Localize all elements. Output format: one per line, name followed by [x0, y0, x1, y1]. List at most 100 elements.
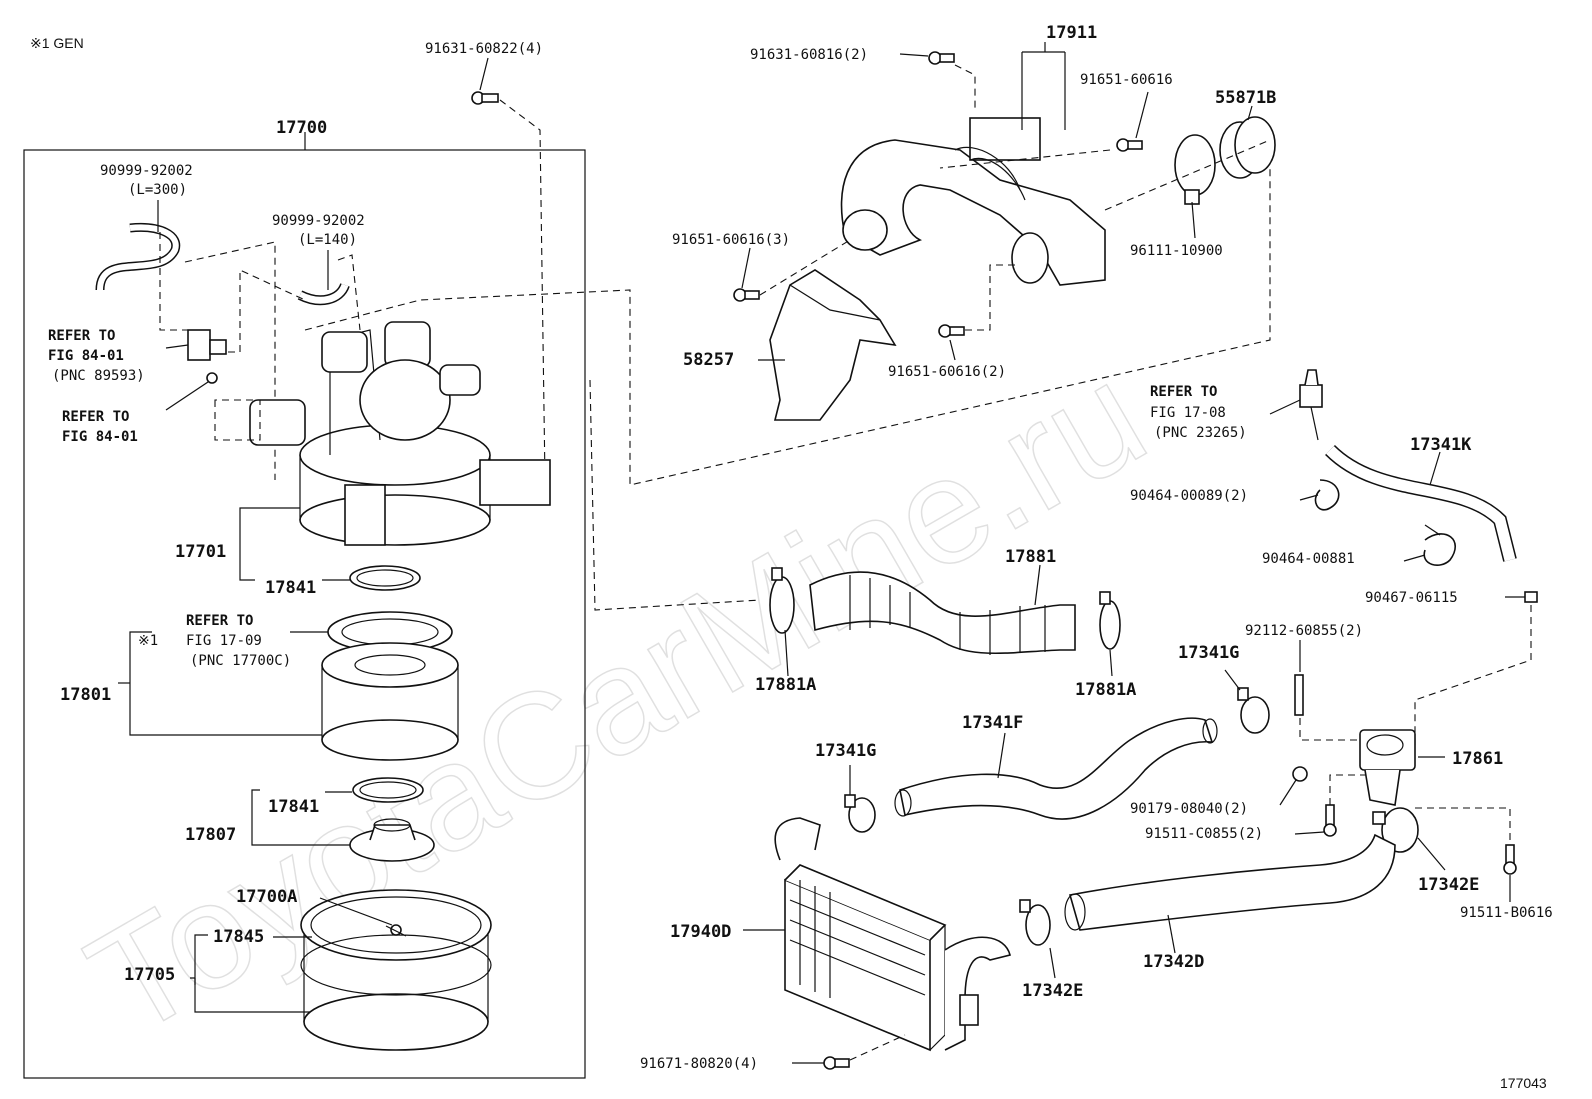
clip-90464-00089-icon[interactable] [1314, 479, 1340, 511]
label-17700a: 17700A [236, 887, 297, 907]
label-17700: 17700 [276, 118, 327, 138]
vsv-23265-icon[interactable] [1299, 369, 1323, 441]
bolt-91631-60816-icon[interactable] [928, 51, 955, 65]
label-91651-60616-3: 91651-60616(3) [672, 232, 790, 248]
label-17881a-right: 17881A [1075, 680, 1136, 700]
leader-91651-60616-2 [949, 339, 956, 361]
leader-91651-60616-3 [741, 247, 751, 289]
gasket-17841-top-inner [356, 569, 414, 587]
intercooler-17940d[interactable] [774, 817, 1011, 1052]
clip-17700a-icon[interactable] [385, 924, 407, 937]
label-90179-08040: 90179-08040(2) [1130, 801, 1248, 817]
bracket-58257[interactable] [769, 269, 897, 421]
label-17341k: 17341K [1410, 435, 1472, 455]
clamp-17342e-left-icon[interactable] [1019, 899, 1051, 946]
label-91671-80820: 91671-80820(4) [640, 1056, 758, 1072]
label-refer1-b: FIG 84-01 [48, 348, 124, 364]
leader-17341f [997, 732, 1006, 779]
bracket-17807-top [251, 789, 260, 822]
clamp-96111-10900-icon[interactable] [1174, 134, 1216, 205]
label-90999-92002-a: 90999-92002 [100, 163, 193, 179]
air-filter-element-17801[interactable] [321, 611, 459, 761]
nipple-90467-06115-icon[interactable] [1524, 591, 1538, 603]
bolt-91651-60616-2-icon[interactable] [938, 324, 965, 338]
label-91631-60822: 91631-60822(4) [425, 41, 543, 57]
air-cleaner-cap-17701[interactable] [249, 321, 551, 546]
dash-cap-main [304, 140, 1271, 486]
bracket-17911 [1021, 51, 1066, 130]
wing-nut-17807-icon[interactable] [349, 818, 435, 862]
label-refer1-c: (PNC 89593) [52, 368, 145, 384]
clip-90464-00881-icon[interactable] [1423, 524, 1456, 566]
bolt-91651-60616-icon[interactable] [1116, 138, 1143, 152]
label-refer4-c: (PNC 23265) [1154, 425, 1247, 441]
label-l300: (L=300) [128, 182, 187, 198]
leader-90179-08040 [1279, 779, 1297, 806]
label-17341g-left: 17341G [815, 741, 876, 761]
dash-cap-to-17881 [589, 379, 761, 611]
nut-90179-08040-icon[interactable] [1292, 766, 1308, 782]
leader-17881a-right [1109, 649, 1113, 677]
dash-hose-l300 [184, 241, 276, 480]
dash-cap-left [214, 399, 261, 441]
intake-hose-17881[interactable] [809, 571, 1076, 655]
dash-vsv [159, 232, 188, 331]
header-note: ※1 GEN [30, 35, 84, 51]
leader-17881a-left [784, 629, 789, 677]
dash-91651-60616-3 [759, 239, 851, 296]
dash-91651-60616 [939, 149, 1111, 169]
label-refer4-b: FIG 17-08 [1150, 405, 1226, 421]
label-96111-10900: 96111-10900 [1130, 243, 1223, 259]
air-duct-17911[interactable] [840, 117, 1106, 286]
leader-17341g-right [1224, 669, 1241, 691]
label-58257: 58257 [683, 350, 734, 370]
label-17841-top: 17841 [265, 578, 316, 598]
hose-17341f[interactable] [894, 717, 1218, 820]
label-90467-06115: 90467-06115 [1365, 590, 1458, 606]
label-17705: 17705 [124, 965, 175, 985]
hose-l300-inner[interactable] [97, 224, 179, 291]
clamp-17341g-right-icon[interactable] [1237, 687, 1270, 734]
bracket-17705-top [194, 934, 208, 985]
stud-92112-60855-icon[interactable] [1294, 674, 1304, 716]
pipe-17861[interactable] [1359, 729, 1416, 806]
label-17911: 17911 [1046, 23, 1097, 43]
label-refer2-b: FIG 84-01 [62, 429, 138, 445]
label-17845: 17845 [213, 927, 264, 947]
leader-refer4 [1269, 399, 1301, 415]
label-17940d: 17940D [670, 922, 731, 942]
vsv-valve-icon[interactable] [187, 329, 227, 384]
dash-91631-60816 [954, 64, 976, 112]
bolt-91631-60822-icon[interactable] [471, 91, 499, 105]
label-17807: 17807 [185, 825, 236, 845]
label-90464-00089: 90464-00089(2) [1130, 488, 1248, 504]
bolt-91671-80820-icon[interactable] [823, 1056, 850, 1070]
label-92112-60855: 92112-60855(2) [1245, 623, 1363, 639]
leader-17341k [1429, 451, 1441, 486]
gasket-17841-bottom-inner [359, 781, 417, 799]
label-91511-c0855: 91511-C0855(2) [1145, 826, 1263, 842]
label-17342d: 17342D [1143, 952, 1204, 972]
bolt-91511-b0616-icon[interactable] [1503, 844, 1517, 875]
hose-17342d[interactable] [1064, 833, 1396, 931]
label-91651-60616-2: 91651-60616(2) [888, 364, 1006, 380]
sleeve-55871b-icon[interactable] [1219, 116, 1276, 179]
bolt-91651-60616-3-icon[interactable] [733, 288, 760, 302]
dash-91631-60822 [499, 99, 546, 481]
clamp-17881a-right-icon[interactable] [1099, 591, 1121, 650]
clamp-17342e-right-icon[interactable] [1372, 807, 1419, 853]
hose-17341k[interactable] [1326, 446, 1516, 562]
clamp-17881a-left-icon[interactable] [769, 567, 795, 634]
label-refer4-a: REFER TO [1150, 384, 1217, 400]
hose-l140-inner[interactable] [298, 283, 349, 304]
leader-17342e-left [1049, 947, 1056, 979]
label-17881a-left: 17881A [755, 675, 816, 695]
label-refer1-a: REFER TO [48, 328, 115, 344]
bracket-17701 [239, 507, 300, 545]
air-cleaner-case-17705[interactable] [300, 889, 492, 1051]
bolt-91511-c0855-icon[interactable] [1323, 804, 1337, 837]
label-refer3-c: (PNC 17700C) [190, 653, 291, 669]
clamp-17341g-left-icon[interactable] [844, 794, 876, 833]
bracket-17807-bottom [251, 822, 352, 846]
